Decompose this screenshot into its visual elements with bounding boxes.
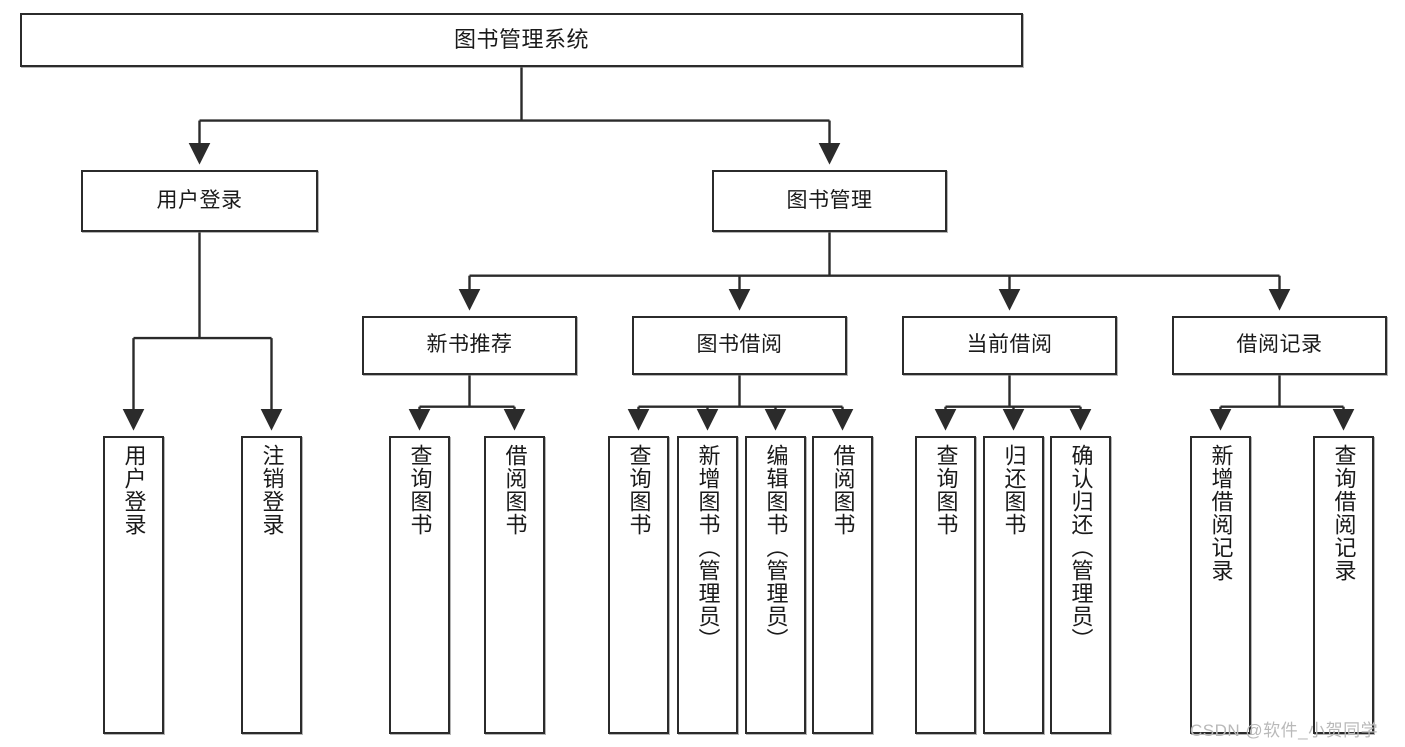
leaf-borrow-edit-book-label: 编辑图书（管理员） (763, 444, 789, 651)
leaf-record-query-label: 查询借阅记录 (1331, 444, 1357, 582)
leaf-record-add[interactable]: 新增借阅记录 (1190, 436, 1251, 734)
leaf-borrow-query-book[interactable]: 查询图书 (608, 436, 669, 734)
node-borrow-record[interactable]: 借阅记录 (1172, 316, 1387, 375)
node-current-borrow[interactable]: 当前借阅 (902, 316, 1117, 375)
leaf-current-return-book[interactable]: 归还图书 (983, 436, 1044, 734)
node-book-management-label: 图书管理 (786, 188, 873, 212)
leaf-current-return-book-label: 归还图书 (1001, 444, 1027, 536)
node-borrow-record-label: 借阅记录 (1236, 333, 1323, 357)
leaf-current-confirm-return-label: 确认归还（管理员） (1068, 444, 1094, 651)
node-book-management[interactable]: 图书管理 (712, 170, 947, 232)
leaf-user-login-label: 用户登录 (121, 444, 147, 536)
leaf-newbook-borrow-book-label: 借阅图书 (502, 444, 528, 536)
leaf-borrow-borrow-book-label: 借阅图书 (830, 444, 856, 536)
node-new-book-recommend-label: 新书推荐 (426, 333, 513, 357)
node-user-login-label: 用户登录 (156, 188, 243, 212)
leaf-newbook-query-book-label: 查询图书 (407, 444, 433, 536)
node-current-borrow-label: 当前借阅 (966, 333, 1053, 357)
leaf-borrow-borrow-book[interactable]: 借阅图书 (812, 436, 873, 734)
node-user-login[interactable]: 用户登录 (81, 170, 318, 232)
leaf-current-confirm-return[interactable]: 确认归还（管理员） (1050, 436, 1111, 734)
node-root-label: 图书管理系统 (453, 27, 589, 53)
leaf-borrow-add-book[interactable]: 新增图书（管理员） (677, 436, 738, 734)
leaf-current-query-book-label: 查询图书 (933, 444, 959, 536)
node-new-book-recommend[interactable]: 新书推荐 (362, 316, 577, 375)
leaf-record-add-label: 新增借阅记录 (1208, 444, 1234, 582)
leaf-user-login[interactable]: 用户登录 (103, 436, 164, 734)
leaf-current-query-book[interactable]: 查询图书 (915, 436, 976, 734)
node-root[interactable]: 图书管理系统 (20, 13, 1023, 67)
leaf-borrow-edit-book[interactable]: 编辑图书（管理员） (745, 436, 806, 734)
leaf-newbook-query-book[interactable]: 查询图书 (389, 436, 450, 734)
csdn-watermark: CSDN @软件_小贺同学 (1190, 721, 1379, 740)
leaf-borrow-query-book-label: 查询图书 (626, 444, 652, 536)
node-book-borrow-label: 图书借阅 (696, 333, 783, 357)
leaf-borrow-add-book-label: 新增图书（管理员） (695, 444, 721, 651)
leaf-newbook-borrow-book[interactable]: 借阅图书 (484, 436, 545, 734)
leaf-logout-label: 注销登录 (259, 444, 285, 536)
node-book-borrow[interactable]: 图书借阅 (632, 316, 847, 375)
leaf-logout[interactable]: 注销登录 (241, 436, 302, 734)
leaf-record-query[interactable]: 查询借阅记录 (1313, 436, 1374, 734)
